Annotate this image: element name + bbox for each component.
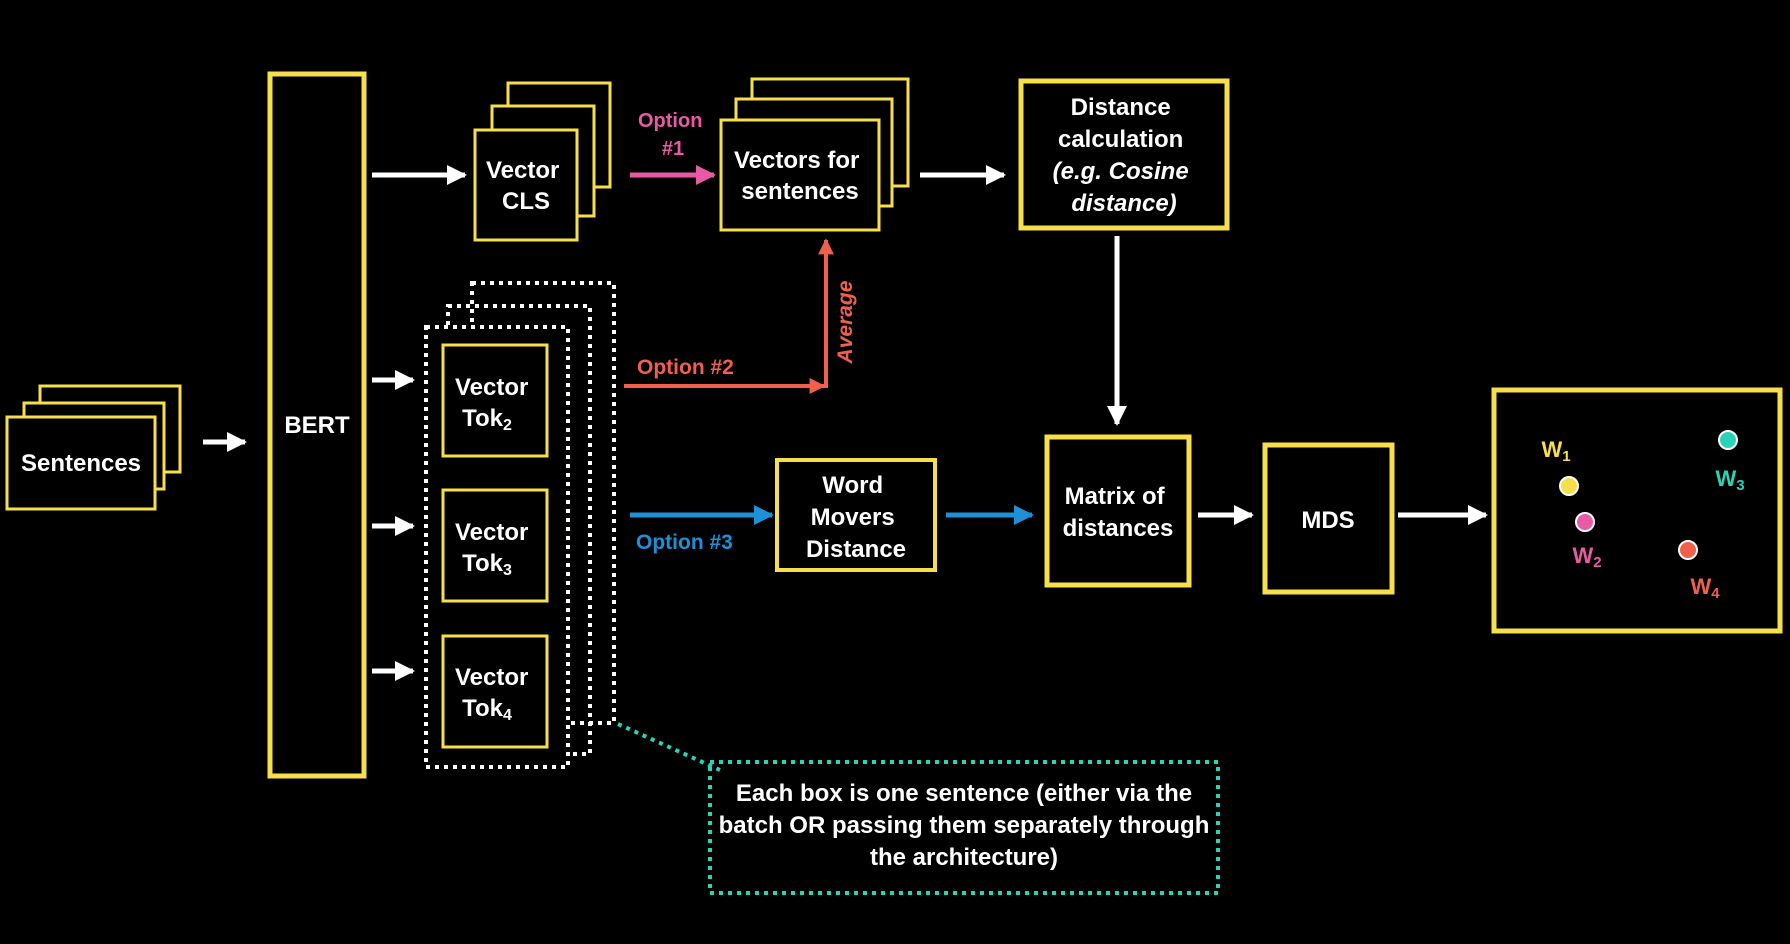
option2-label: Option #2: [637, 356, 734, 379]
sentences-stack: Sentences: [5, 384, 182, 511]
mds-label: MDS: [1301, 507, 1354, 534]
distance-calculation-label: Distance calculation (e.g. Cosine distan…: [1053, 94, 1196, 217]
annotation-box: [708, 760, 1220, 895]
option1-label: Option #1: [638, 110, 708, 160]
point-w1-label: W1: [1541, 437, 1570, 465]
point-w2-label: W2: [1572, 543, 1601, 571]
vectors-for-sentences-label: Vectors for sentences: [734, 147, 866, 205]
point-w1: [1559, 476, 1579, 496]
vectors-for-sentences-stack: Vectors for sentences: [719, 77, 910, 232]
annotation-text: Each box is one sentence (either via the…: [718, 780, 1210, 871]
vector-cls-stack: Vector CLS: [473, 81, 612, 242]
vector-cls-label: Vector CLS: [486, 157, 566, 215]
point-w4: [1678, 540, 1698, 560]
vector-tok2-box: Vector Tok2: [441, 343, 549, 458]
word-movers-label: Word Movers Distance: [806, 472, 906, 563]
option3-label: Option #3: [636, 531, 733, 554]
sentences-label: Sentences: [21, 450, 141, 477]
point-w3: [1718, 430, 1738, 450]
word-movers-distance-box: Word Movers Distance: [775, 458, 937, 572]
scatter-output-box: W1 W2 W3 W4: [1491, 387, 1783, 634]
average-label: Average: [834, 280, 857, 364]
point-w3-label: W3: [1715, 466, 1744, 494]
bert-label: BERT: [284, 412, 350, 439]
mds-box: MDS: [1262, 442, 1395, 595]
point-w2: [1575, 512, 1595, 532]
annotation-connector: [617, 722, 721, 772]
distance-calculation-box: Distance calculation (e.g. Cosine distan…: [1018, 78, 1230, 231]
matrix-of-distances-box: Matrix of distances: [1044, 434, 1192, 588]
svg-text:Vector Tok2: Vector Tok2: [455, 374, 535, 434]
matrix-label: Matrix of distances: [1063, 483, 1174, 542]
token-stack: Vector Tok2 Vector Tok3 Vector Tok4: [424, 281, 616, 769]
svg-text:Vector Tok3: Vector Tok3: [455, 519, 535, 579]
vector-tok3-box: Vector Tok3: [441, 488, 549, 603]
vector-tok4-box: Vector Tok4: [441, 634, 549, 749]
point-w4-label: W4: [1690, 574, 1720, 602]
svg-text:Vector Tok4: Vector Tok4: [455, 664, 535, 724]
bert-box: BERT: [267, 71, 367, 779]
